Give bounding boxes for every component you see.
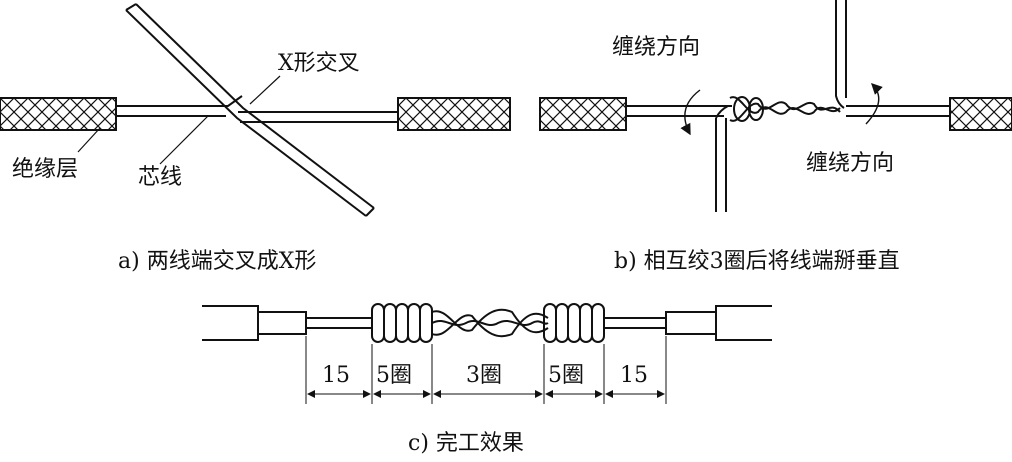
label-cross: X形交叉 (278, 51, 360, 76)
label-insulation: 绝缘层 (12, 157, 78, 182)
insulation-right-b (949, 97, 1012, 131)
leader-core (159, 115, 209, 165)
label-dir-top: 缠绕方向 (612, 35, 700, 60)
twist-coils-b (729, 96, 841, 122)
caption-b: b) 相互绞3圈后将线端掰垂直 (614, 249, 900, 274)
insulation-inner-right-c (665, 311, 717, 335)
diagonal-wire-a (125, 3, 375, 217)
twist-middle-3 (431, 308, 549, 338)
label-dir-bottom: 缠绕方向 (806, 151, 894, 176)
panel-a: X形交叉 绝缘层 芯线 a) 两线端交叉成X形 (0, 3, 511, 274)
insulation-left-b (539, 97, 627, 131)
caption-c: c) 完工效果 (408, 431, 524, 456)
core-wire-right-b (846, 105, 950, 117)
insulation-inner-left-c (257, 311, 307, 335)
label-core: 芯线 (138, 165, 182, 190)
caption-a: a) 两线端交叉成X形 (118, 249, 316, 274)
dim-label-1: 15 (322, 363, 350, 388)
dim-label-2: 5圈 (376, 363, 412, 388)
leader-cross (249, 75, 281, 105)
core-wire-right-a (238, 111, 398, 123)
core-wire-left-b (626, 105, 732, 117)
insulation-left-a (0, 97, 117, 131)
panel-b: 缠绕方向 缠绕方向 b) 相互绞3圈后将线端掰垂直 (539, 0, 1012, 274)
insulation-outer-right-c (715, 305, 772, 341)
coils-left-5 (371, 303, 433, 343)
direction-arrow-left (680, 89, 701, 136)
dim-label-4: 5圈 (548, 363, 584, 388)
core-wire-right-c (604, 317, 666, 329)
coils-right-5 (543, 303, 605, 343)
insulation-outer-left-c (202, 305, 259, 341)
vertical-end-right-b (835, 0, 847, 109)
insulation-right-a (397, 97, 511, 131)
dimension-extension-lines (305, 336, 667, 404)
core-wire-left-a (116, 95, 243, 117)
direction-arrow-right (865, 83, 883, 125)
core-wire-left-c (306, 317, 372, 329)
vertical-end-left-b (715, 105, 729, 212)
dim-label-3: 3圈 (466, 363, 502, 388)
leader-insulation (77, 127, 101, 153)
panel-c: 15 5圈 3圈 5圈 15 c) 完工效果 (202, 303, 772, 456)
dim-label-5: 15 (620, 363, 648, 388)
